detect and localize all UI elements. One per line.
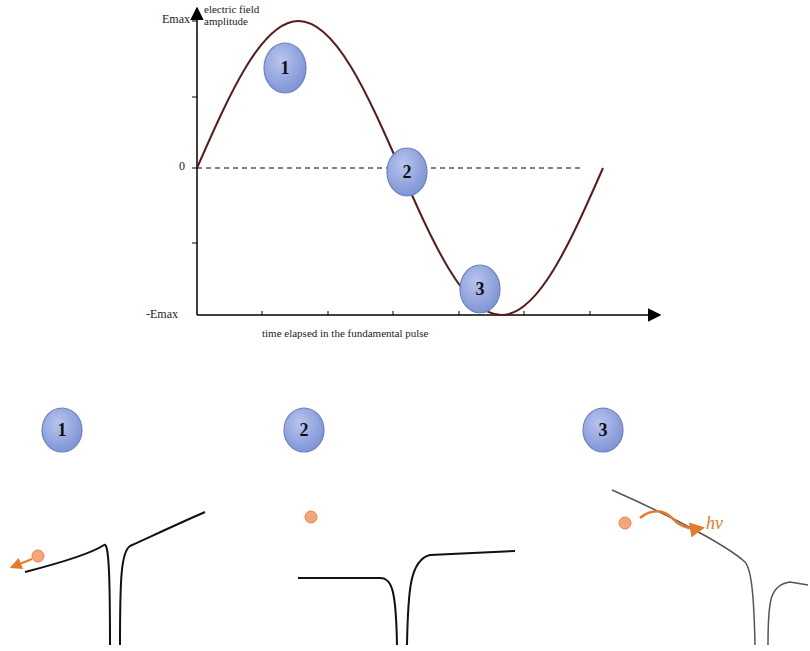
electron-arrow xyxy=(12,559,32,567)
potential-well xyxy=(298,551,515,645)
step-bubble: 2 xyxy=(283,407,325,453)
callout-number: 1 xyxy=(281,59,290,77)
bubble-shape xyxy=(284,408,324,452)
electron xyxy=(32,550,44,562)
step-bubble: 2 xyxy=(386,147,428,197)
callout-number: 3 xyxy=(476,280,485,298)
step-bubble: 3 xyxy=(459,264,501,314)
bubble-shape xyxy=(460,265,500,313)
axis-tick-label: -Emax xyxy=(146,308,178,321)
bubble-shape xyxy=(583,408,623,452)
callout-number: 1 xyxy=(58,421,67,439)
y-axis xyxy=(196,8,198,315)
step-bubble: 1 xyxy=(263,42,307,94)
axis-tick-label: Emax xyxy=(162,13,190,26)
field-wave xyxy=(197,21,603,315)
electron xyxy=(619,517,631,529)
axis-title: electric field amplitude xyxy=(204,3,286,27)
step-bubble: 3 xyxy=(582,407,624,453)
axis-ticks xyxy=(192,21,590,315)
potential-well xyxy=(25,512,205,645)
potential-well xyxy=(612,490,808,645)
bubble-shape xyxy=(264,43,306,93)
photon-arrow xyxy=(640,511,702,528)
bubble-shape xyxy=(42,408,82,452)
photon-label: hν xyxy=(706,514,723,534)
step-bubble: 1 xyxy=(41,407,83,453)
electron xyxy=(305,511,317,523)
x-axis xyxy=(197,314,660,316)
axis-title: time elapsed in the fundamental pulse xyxy=(262,327,428,339)
axis-tick-label: 0 xyxy=(179,160,185,173)
callout-number: 2 xyxy=(403,163,412,181)
callout-number: 3 xyxy=(599,421,608,439)
bubble-shape xyxy=(387,148,427,196)
callout-number: 2 xyxy=(300,421,309,439)
